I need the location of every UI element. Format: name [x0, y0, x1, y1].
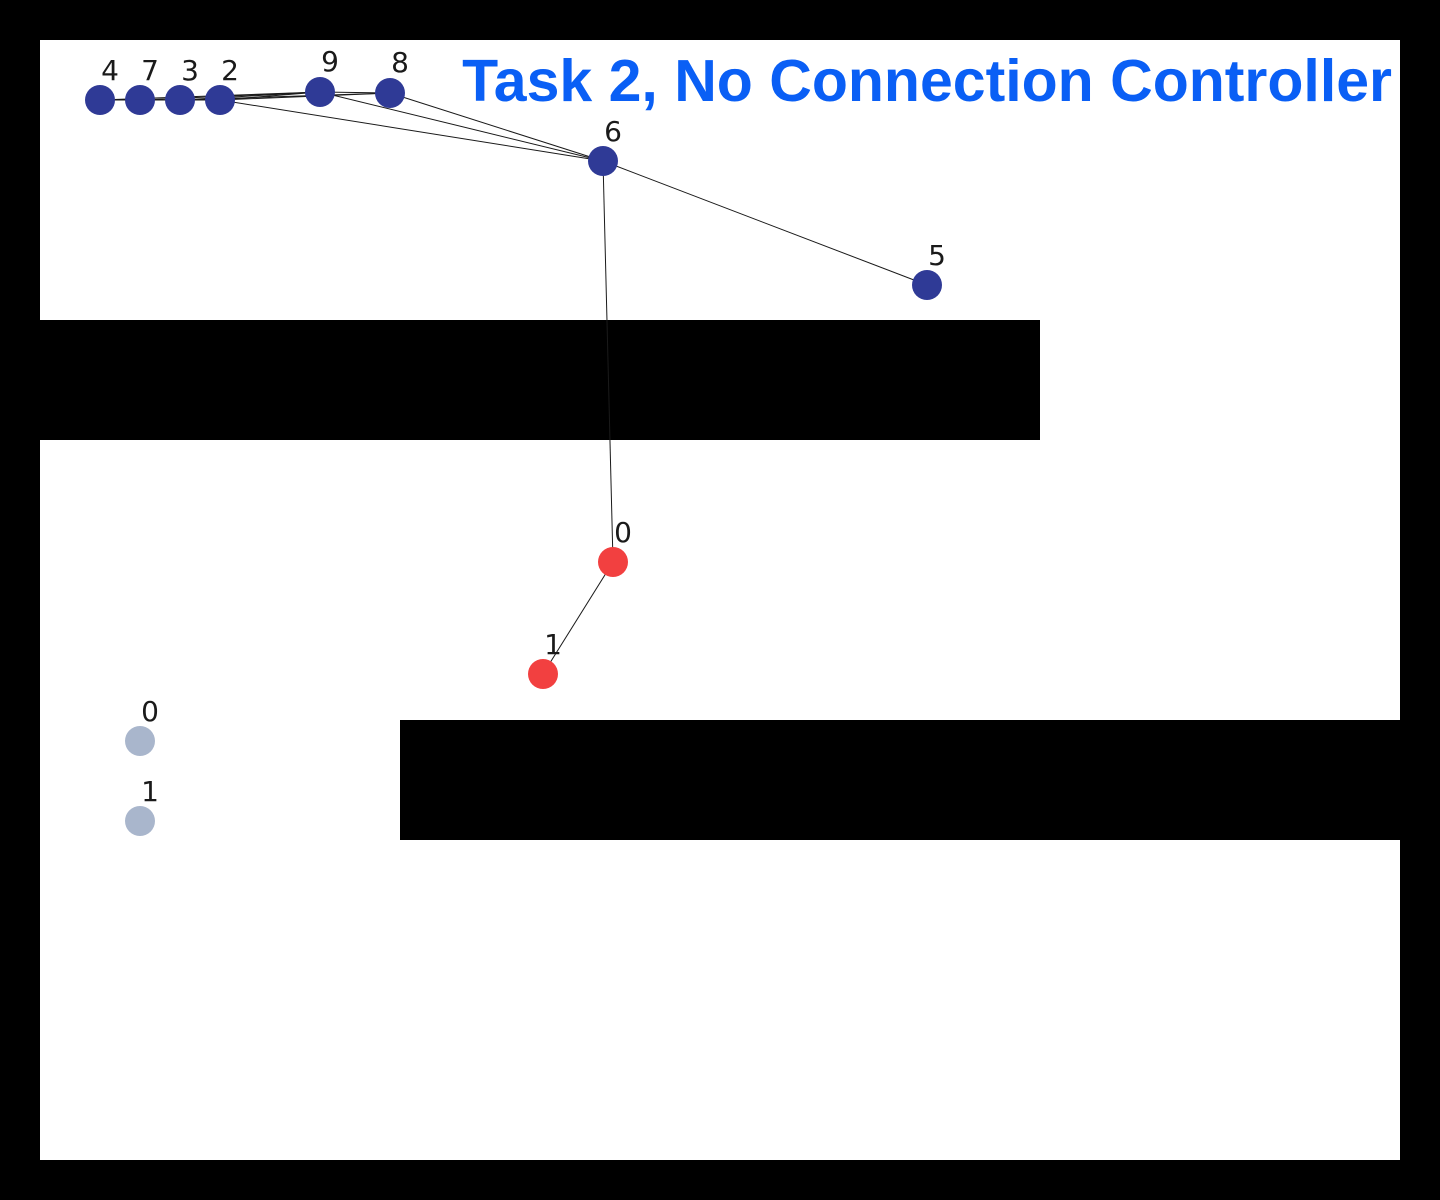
robot-node-4 [85, 85, 115, 115]
robot-label-4: 4 [101, 54, 119, 87]
robot-node-5 [912, 270, 942, 300]
goal-node-1 [125, 806, 155, 836]
goal-node-0 [125, 726, 155, 756]
robot-node-2 [205, 85, 235, 115]
edge-r8-r6 [389, 92, 604, 162]
robot-label-3: 3 [181, 54, 199, 87]
robot-label-9: 9 [321, 45, 339, 78]
edge-r6-l0 [602, 160, 614, 563]
robot-label-6: 6 [604, 115, 622, 148]
robot-label-8: 8 [391, 46, 409, 79]
robot-node-7 [125, 85, 155, 115]
robot-label-5: 5 [928, 239, 946, 272]
leader-label-0: 0 [614, 516, 632, 549]
robot-label-2: 2 [221, 54, 239, 87]
page-title: Task 2, No Connection Controller [462, 48, 1392, 114]
edge-r2-r6 [219, 99, 604, 162]
leader-node-0 [598, 547, 628, 577]
leader-label-1: 1 [544, 628, 562, 661]
goal-label-0: 0 [141, 695, 159, 728]
obstacle-lower [400, 720, 1400, 840]
robot-node-3 [165, 85, 195, 115]
leader-node-1 [528, 659, 558, 689]
edge-r9-r6 [319, 91, 604, 162]
robot-node-6 [588, 146, 618, 176]
edge-r3-r9 [179, 91, 321, 101]
edge-r2-r9 [219, 91, 321, 101]
goal-label-1: 1 [141, 775, 159, 808]
field-background [40, 40, 1400, 1160]
robot-node-9 [305, 77, 335, 107]
agent-nodes: 23 4 5 6 7 8 9 0 1 0 1 [85, 45, 946, 836]
robot-label-7: 7 [141, 54, 159, 87]
edge-l0-l1 [542, 561, 614, 675]
robot-node-8 [375, 78, 405, 108]
obstacle-upper [0, 320, 1040, 440]
edge-r6-r5 [602, 160, 928, 286]
